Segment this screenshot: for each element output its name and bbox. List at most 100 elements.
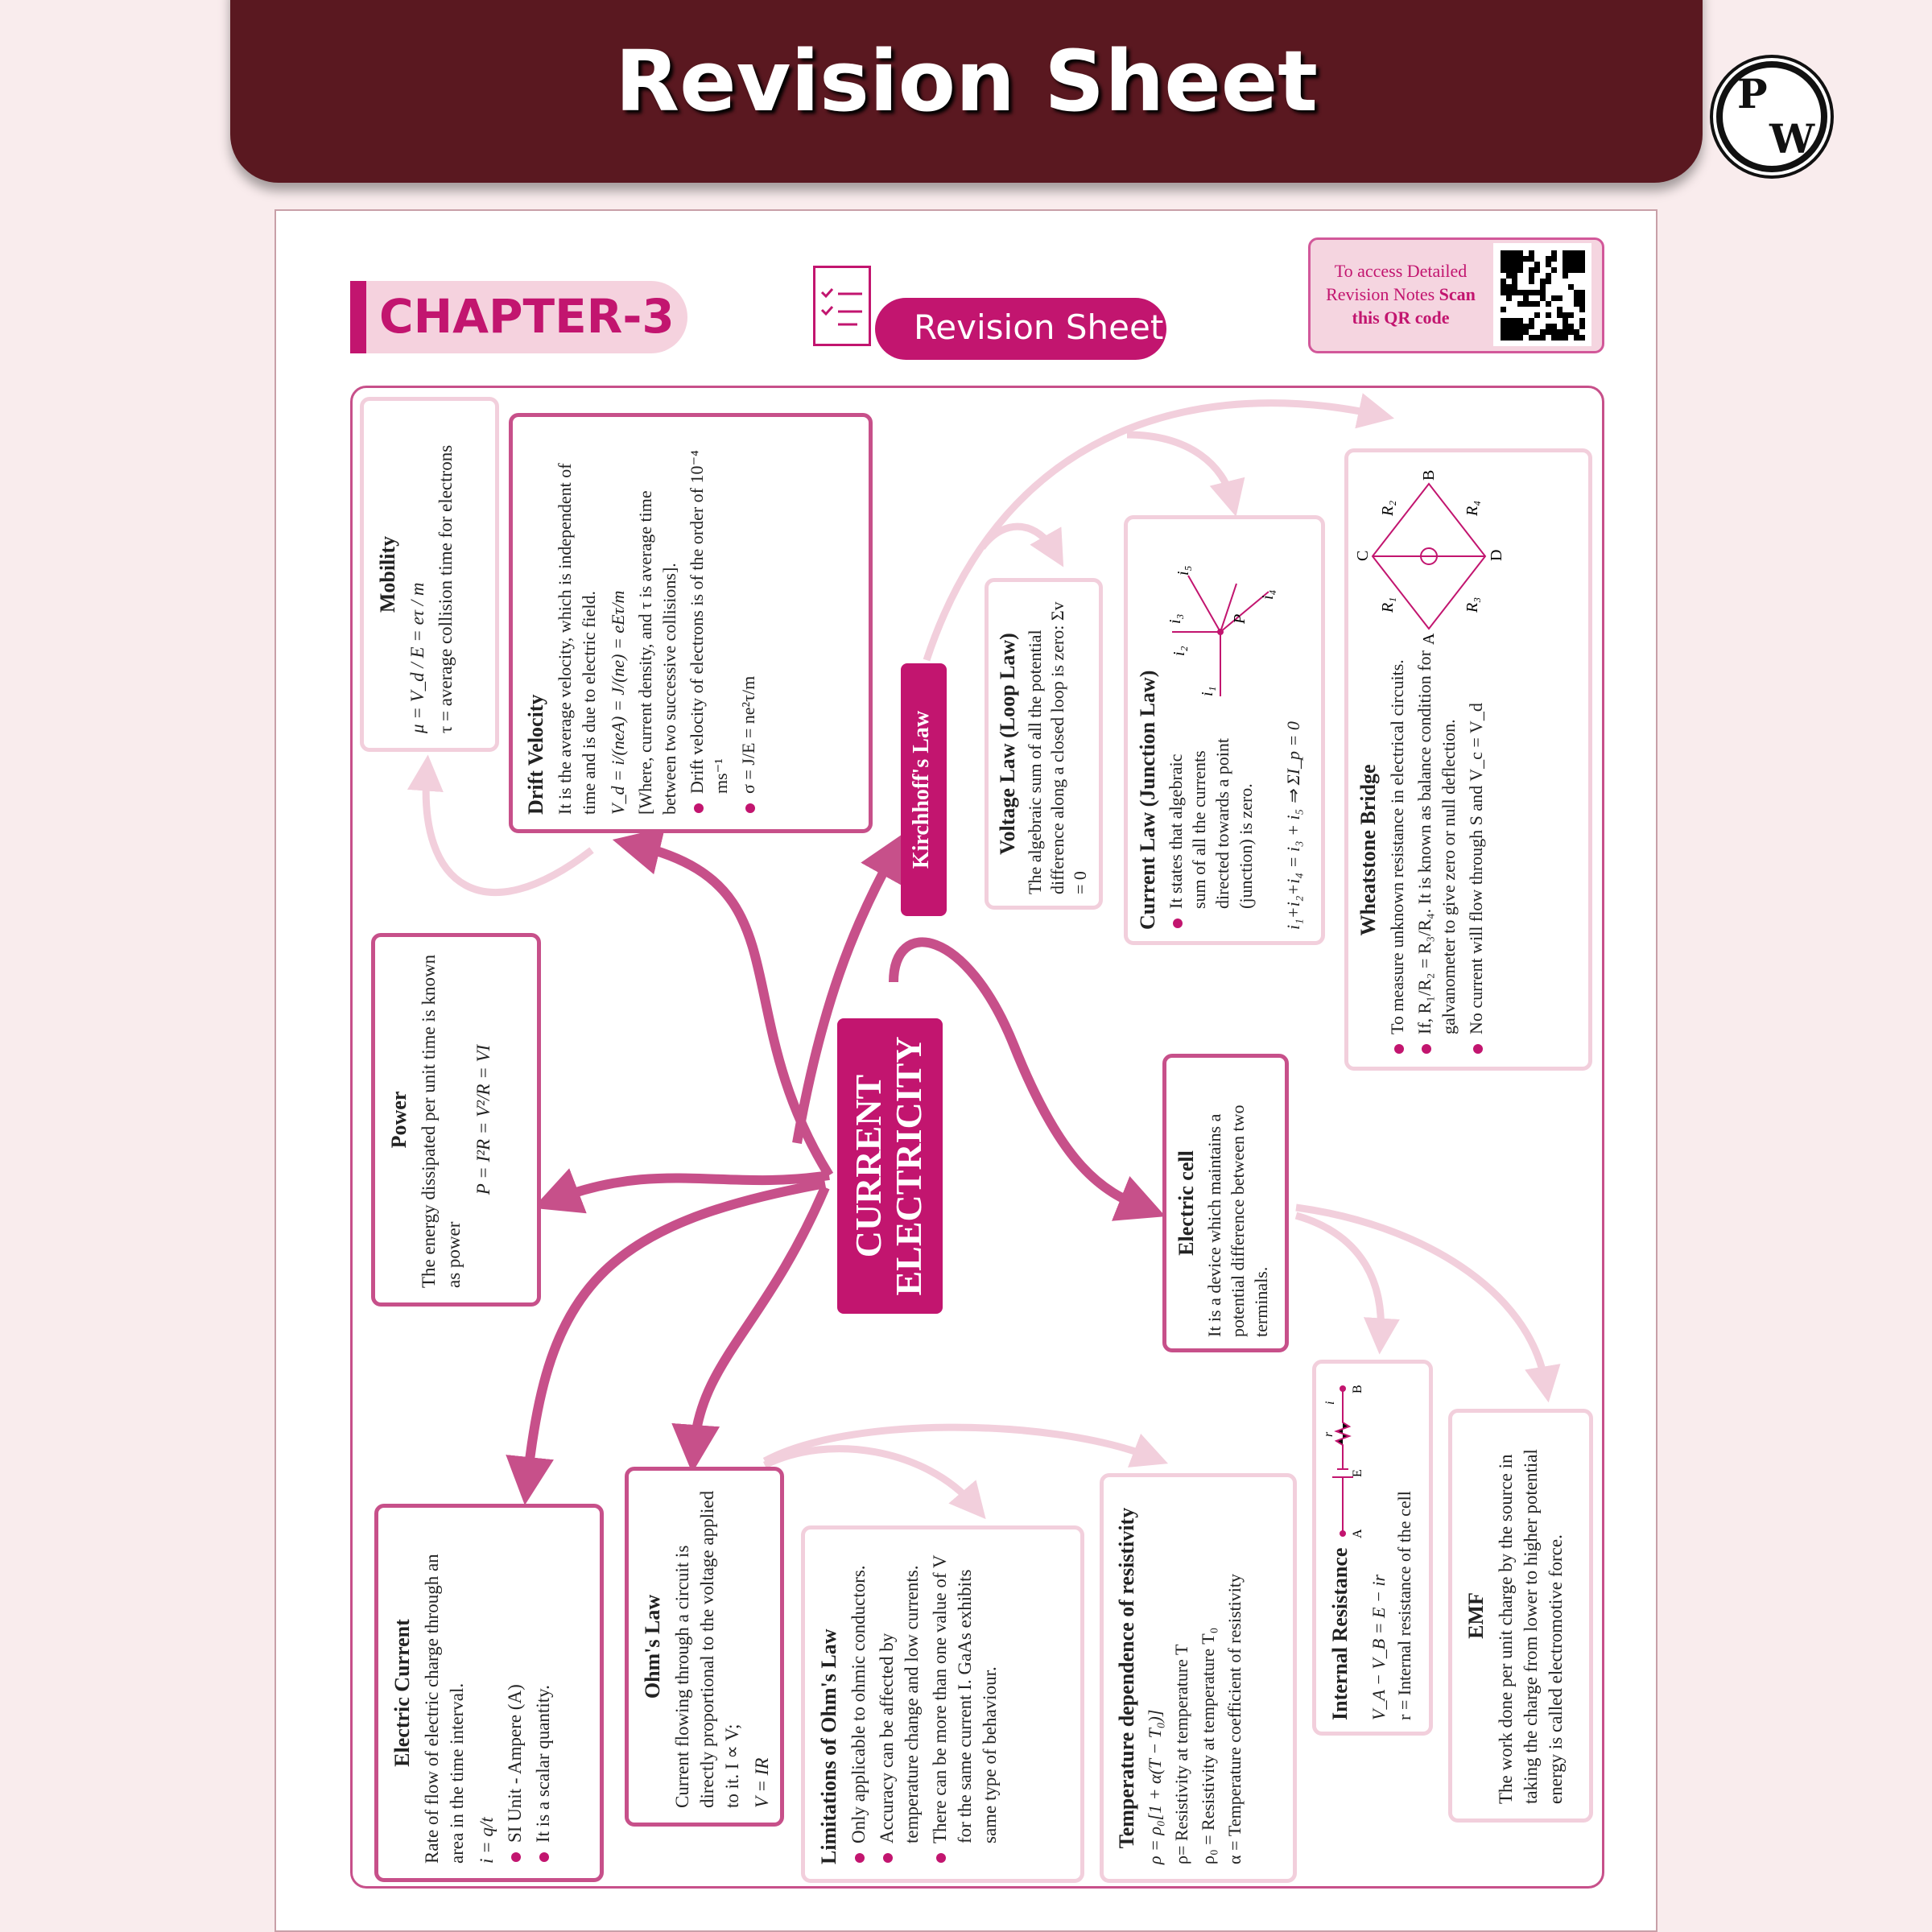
diagram-label: A [1420, 633, 1438, 645]
diagram-label: i [1323, 1401, 1337, 1404]
temperature-line: α = Temperature coefficient of resistivi… [1224, 1573, 1245, 1864]
drift-formula: V_d = i/(neA) = J/(ne) = eEτ/m [608, 590, 628, 815]
internal-resistance-box: Internal Resistance A B Er i V_A − V_B = E … [1312, 1360, 1433, 1736]
wheatstone-title: Wheatstone Bridge [1356, 764, 1380, 936]
mobility-note: τ = average collision time for electrons [436, 444, 456, 733]
arrow-to-temperature [762, 1423, 1169, 1468]
cell-diagram: A B Er i [1323, 1385, 1363, 1538]
drift-title: Drift Velocity [524, 694, 547, 815]
diagram-label: B [1351, 1385, 1363, 1393]
diagram-label: R₃ [1463, 597, 1481, 613]
drift-text: It is the average velocity, which is ind… [555, 463, 599, 815]
limitations-box: Limitations of Ohm's Law Only applicable… [801, 1525, 1084, 1883]
diagram-label: P [1231, 614, 1249, 625]
wheatstone-bullet: To measure unknown resistance in electri… [1385, 645, 1410, 1055]
arrow-to-current-law [1126, 431, 1245, 517]
temperature-formula: ρ = ρ₀[1 + α(T − T₀)] [1145, 1709, 1165, 1864]
diagram-label: B [1420, 470, 1438, 481]
diagram-label: C [1356, 551, 1372, 561]
header-title: Revision Sheet [614, 32, 1319, 130]
wheatstone-bullet: If, R₁/R₂ = R₃/R₄. It is known as balanc… [1413, 645, 1461, 1055]
electric-cell-text: It is a device which maintains a potenti… [1204, 1104, 1271, 1337]
ohms-law-box: Ohm's Law Current flowing through a circ… [625, 1467, 784, 1827]
limitations-bullet: Accuracy can be affected by temperature … [874, 1544, 924, 1864]
electric-current-text: Rate of flow of electric charge through … [422, 1554, 467, 1864]
power-title: Power [387, 1091, 411, 1149]
current-law-box: Current Law (Junction Law) It states tha… [1124, 515, 1325, 945]
revision-sheet-pill: Revision Sheet [875, 298, 1166, 360]
central-topic-line1: CURRENT [848, 1074, 889, 1258]
diagram-label: i₅ [1174, 565, 1192, 576]
diagram-label: i₁ [1199, 686, 1216, 696]
current-law-formula: i₁+i₂+i₄ = i₃ + i₅ ⇒ ΣI_p = 0 [1283, 721, 1303, 930]
header-bar [230, 0, 1703, 183]
logo-letter-w: W [1769, 115, 1815, 163]
arrow-to-limitations [762, 1445, 986, 1520]
emf-box: EMF The work done per unit charge by the… [1448, 1409, 1593, 1823]
internal-resistance-title: Internal Resistance [1328, 1547, 1352, 1720]
diagram-label: i₂ [1170, 646, 1188, 656]
arrow-to-electric-cell [889, 937, 1166, 1221]
diagram-label: R₄ [1463, 501, 1481, 517]
emf-title: EMF [1464, 1592, 1488, 1639]
power-formula: P = I²R = V²/R = VI [473, 1044, 493, 1195]
electric-cell-box: Electric cell It is a device which maint… [1162, 1054, 1289, 1352]
junction-diagram: i₁ i₂ i₃ i₄ i₅ P [1166, 565, 1277, 696]
ohms-law-title: Ohm's Law [641, 1594, 664, 1699]
arrow-to-emf [1295, 1203, 1561, 1403]
ohms-law-text: Current flowing through a circuit is dir… [672, 1490, 742, 1808]
diagram-label: r [1323, 1431, 1335, 1437]
limitations-bullet: There can be more than one value of V fo… [927, 1544, 1002, 1864]
wheatstone-box: Wheatstone Bridge To measure unknown res… [1344, 448, 1592, 1071]
arrow-to-voltage-law [979, 522, 1064, 568]
diagram-label: E [1351, 1469, 1363, 1477]
arrow-to-electric-current [506, 1179, 827, 1505]
qr-code[interactable] [1493, 243, 1591, 346]
internal-resistance-note: r = Internal resistance of the cell [1394, 1491, 1414, 1720]
current-law-title: Current Law (Junction Law) [1136, 670, 1159, 930]
voltage-law-title: Voltage Law (Loop Law) [996, 633, 1019, 855]
arrow-to-top [923, 393, 1395, 662]
mobility-box: Mobility μ = V_d / E = eτ / m τ = averag… [360, 397, 499, 752]
temperature-box: Temperature dependence of resistivity ρ … [1100, 1473, 1297, 1883]
diagram-label: R₂ [1379, 501, 1397, 517]
chapter-label: CHAPTER-3 [350, 281, 687, 353]
electric-current-box: Electric Current Rate of flow of electri… [374, 1504, 604, 1882]
drift-formula-note: [Where, current density, and τ is averag… [635, 490, 679, 815]
central-topic: CURRENT ELECTRICITY [837, 1018, 943, 1314]
drift-bullet: σ = J/E = ne²τ/m [737, 431, 761, 815]
internal-resistance-formula: V_A − V_B = E − ir [1368, 1574, 1389, 1720]
central-topic-line2: ELECTRICITY [888, 1036, 929, 1296]
electric-cell-title: Electric cell [1174, 1150, 1198, 1256]
mind-map-frame [350, 386, 1604, 1889]
mobility-formula: μ = V_d / E = eτ / m [407, 582, 427, 733]
arrow-to-power [532, 1168, 830, 1214]
current-law-bullet: It states that algebraic sum of all the … [1164, 720, 1257, 930]
electric-current-bullet: It is a scalar quantity. [530, 1522, 555, 1864]
checklist-icon [813, 266, 871, 346]
wheatstone-bullet: No current will flow through S and V_c =… [1464, 645, 1488, 1055]
drift-velocity-box: Drift Velocity It is the average velocit… [509, 413, 873, 833]
voltage-law-box: Voltage Law (Loop Law) The algebraic sum… [985, 578, 1103, 910]
power-box: Power The energy dissipated per unit tim… [371, 933, 541, 1307]
diagram-label: i₄ [1259, 589, 1277, 600]
temperature-line: ρ₀ = Resistivity at temperature T₀ [1198, 1627, 1218, 1864]
diagram-label: A [1351, 1529, 1363, 1538]
diagram-label: i₃ [1166, 613, 1184, 624]
electric-current-title: Electric Current [390, 1619, 414, 1767]
kirchhoff-law-node: Kirchhoff's Law [901, 663, 947, 916]
drift-bullet: Drift velocity of electrons is of the or… [685, 431, 733, 815]
ohms-law-formula: V = IR [752, 1757, 772, 1808]
arrow-to-ohm [671, 1185, 830, 1473]
emf-text: The work done per unit charge by the sou… [1496, 1449, 1566, 1804]
power-text: The energy dissipated per unit time is k… [419, 954, 464, 1288]
arrow-to-kirchhoff [792, 832, 906, 1145]
wheatstone-diagram: R₁R₂R₃R₄ABCD [1356, 470, 1501, 645]
arrow-to-drift [612, 827, 834, 1179]
temperature-line: ρ= Resistivity at temperature T [1171, 1644, 1191, 1864]
limitations-bullet: Only applicable to ohmic conductors. [846, 1544, 871, 1864]
diagram-label: R₁ [1379, 597, 1397, 613]
